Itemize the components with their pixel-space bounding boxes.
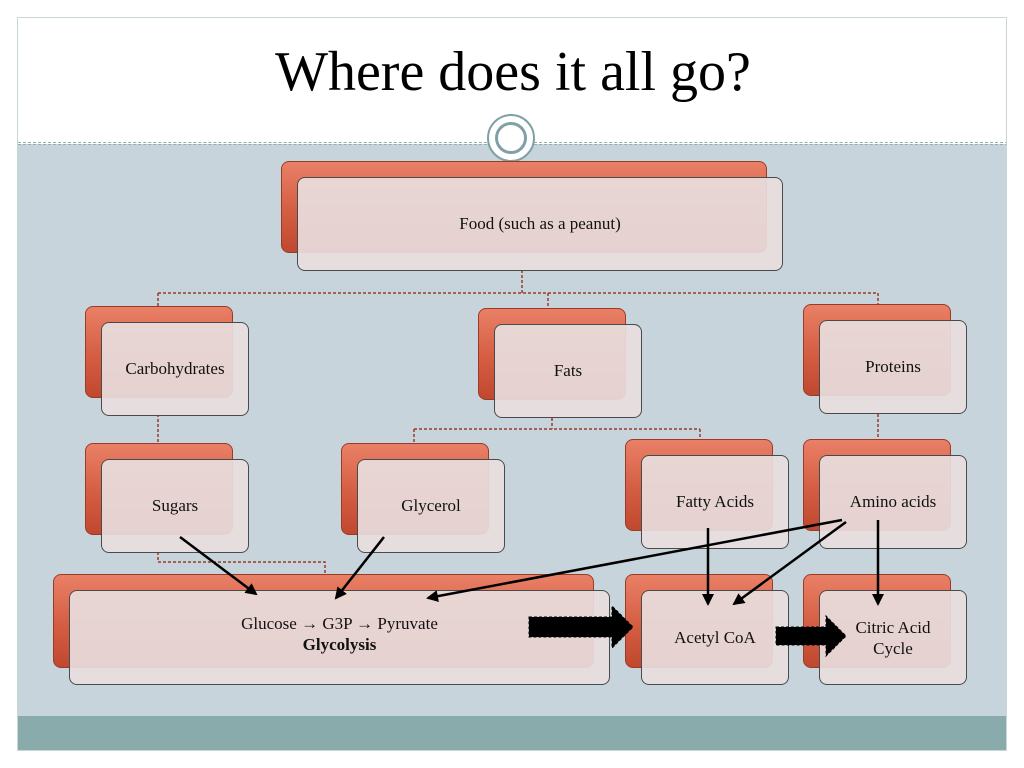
arrow-sugars-to-glycolysis — [179, 536, 258, 596]
arrow-amino-to-glycolysis — [426, 518, 843, 603]
proteins-node: Proteins — [803, 304, 967, 414]
citric-acid-label-line2: Cycle — [873, 639, 913, 659]
fats-label: Fats — [553, 361, 583, 381]
amino-acids-node-box: Amino acids — [819, 455, 967, 549]
food-label: Food (such as a peanut) — [459, 214, 621, 234]
glycolysis-node-box: Glucose → G3P → Pyruvate Glycolysis — [69, 590, 610, 685]
glycerol-node: Glycerol — [341, 443, 505, 553]
circle-ornament — [487, 114, 535, 162]
proteins-node-box: Proteins — [819, 320, 967, 414]
carbohydrates-node: Carbohydrates — [85, 306, 249, 416]
acetyl-coa-node: Acetyl CoA — [625, 574, 789, 685]
glycolysis-node: Glucose → G3P → Pyruvate Glycolysis — [53, 574, 610, 685]
food-node: Food (such as a peanut) — [281, 161, 783, 272]
fats-node: Fats — [478, 308, 642, 418]
sugars-node: Sugars — [85, 443, 249, 553]
glycolysis-pathway-label: Glucose → G3P → Pyruvate — [241, 614, 438, 633]
fats-node-box: Fats — [494, 324, 642, 418]
citric-acid-label-line1: Citric Acid — [855, 618, 931, 637]
proteins-label: Proteins — [865, 357, 921, 377]
citric-acid-node-box: Citric Acid Cycle — [819, 590, 967, 685]
slide-title: Where does it all go? — [275, 41, 751, 103]
arrow-glycerol-to-glycolysis — [334, 536, 385, 600]
connector-sugars-glycolysis — [157, 552, 326, 578]
food-node-box: Food (such as a peanut) — [297, 177, 783, 271]
amino-acids-label: Amino acids — [849, 492, 937, 512]
block-arrow-glycolysis-to-acetyl — [528, 604, 634, 650]
acetyl-coa-node-box: Acetyl CoA — [641, 590, 789, 685]
sugars-label: Sugars — [151, 496, 199, 516]
fatty-acids-node: Fatty Acids — [625, 439, 789, 549]
fatty-acids-label: Fatty Acids — [676, 492, 754, 512]
footer-band — [18, 716, 1006, 750]
acetyl-coa-label: Acetyl CoA — [674, 627, 756, 647]
carbohydrates-node-box: Carbohydrates — [101, 322, 249, 416]
glycolysis-title: Glycolysis — [302, 635, 377, 655]
amino-acids-node: Amino acids — [803, 439, 967, 549]
block-arrow-acetyl-to-citric — [775, 614, 847, 658]
glycerol-label: Glycerol — [401, 496, 461, 516]
sugars-node-box: Sugars — [101, 459, 249, 553]
fatty-acids-node-box: Fatty Acids — [641, 455, 789, 549]
glycerol-node-box: Glycerol — [357, 459, 505, 553]
arrow-amino-to-acetyl — [732, 520, 847, 606]
carbohydrates-label: Carbohydrates — [125, 359, 225, 379]
